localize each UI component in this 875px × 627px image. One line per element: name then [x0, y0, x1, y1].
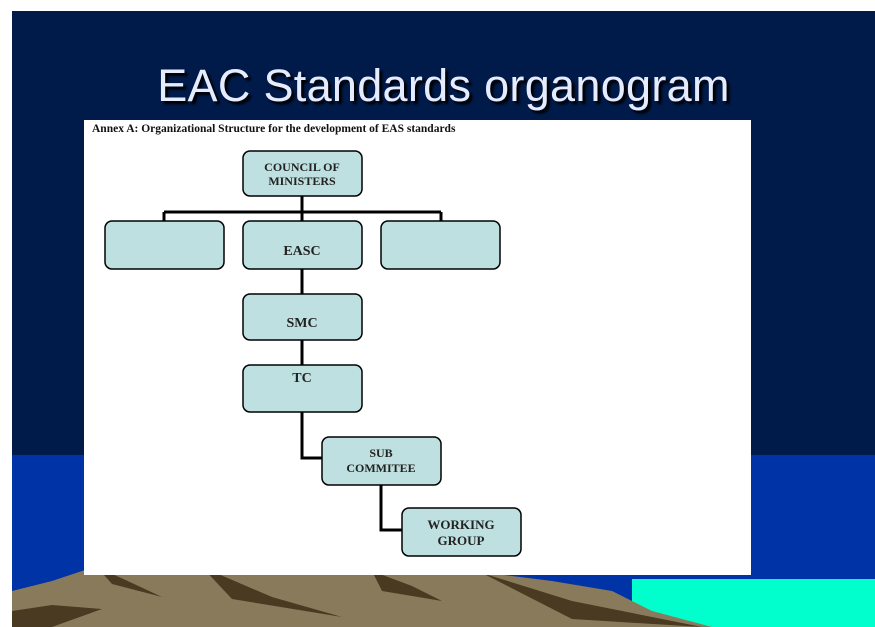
box-blank-right [380, 220, 501, 270]
mountain-shadow [202, 567, 342, 617]
box-tc: TC [242, 364, 363, 413]
org-chart-document: Annex A: Organizational Structure for th… [84, 120, 751, 575]
box-council-of-ministers: COUNCIL OF MINISTERS [242, 150, 363, 197]
mountain-shadow [12, 605, 102, 627]
mountain-range [12, 559, 712, 627]
box-label: COMMITEE [346, 461, 415, 475]
connectors [162, 195, 443, 532]
box-label: GROUP [438, 533, 485, 548]
slide-title: EAC Standards organogram [157, 60, 730, 111]
connector-sub-committee-to-working-group [379, 485, 402, 532]
box-label: MINISTERS [268, 174, 336, 188]
organogram: COUNCIL OF MINISTERS EASC SMC TC [104, 150, 522, 557]
box-label: SMC [286, 316, 317, 331]
box-blank-left [104, 220, 225, 270]
box-easc: EASC [242, 220, 363, 270]
slide: EAC Standards organogram Annex A: Organi… [12, 11, 875, 627]
annex-heading: Annex A: Organizational Structure for th… [92, 123, 456, 135]
box-label: TC [292, 371, 311, 386]
mountain-shadow [372, 571, 442, 601]
box-label: EASC [283, 244, 320, 259]
connector-tc-to-sub-committee [300, 412, 322, 460]
box-working-group: WORKING GROUP [401, 507, 522, 557]
box-sub-committee: SUB COMMITEE [321, 436, 442, 486]
box-label: COUNCIL OF [264, 160, 340, 174]
box-smc: SMC [242, 293, 363, 341]
mountain-shadow [482, 573, 702, 627]
box-label: SUB [369, 446, 392, 460]
box-label: WORKING [427, 517, 494, 532]
